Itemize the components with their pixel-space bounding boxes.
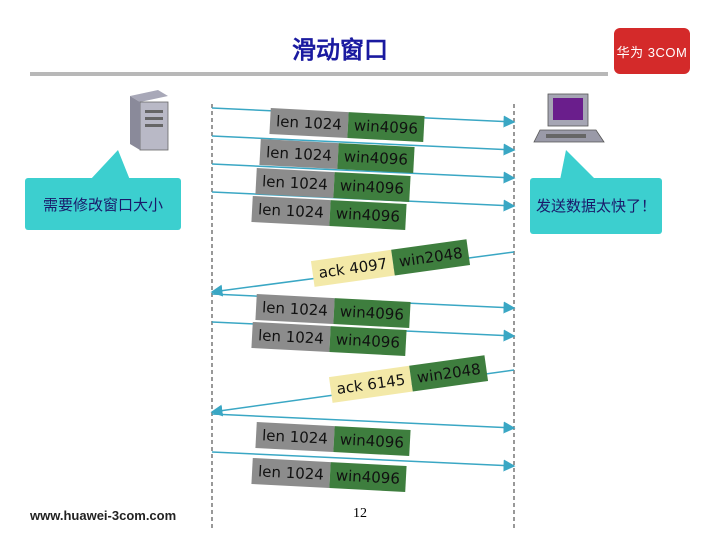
win-label: win4096 xyxy=(329,326,407,357)
len-label: len 1024 xyxy=(259,138,339,170)
arrow-packet-3 xyxy=(211,163,516,184)
server-tower-icon xyxy=(130,90,169,151)
len-label: len 1024 xyxy=(269,107,349,139)
company-logo: 华为 3COM xyxy=(614,28,690,74)
len-label: len 1024 xyxy=(255,167,335,199)
len-label: len 1024 xyxy=(251,457,331,489)
callout-left: 需要修改窗口大小 xyxy=(25,178,181,230)
title-rule xyxy=(30,72,608,76)
callout-right: 发送数据太快了！ xyxy=(530,178,662,234)
arrow-packet-7 xyxy=(211,413,516,434)
len-label: len 1024 xyxy=(251,321,331,353)
left-callout-tail xyxy=(90,150,130,180)
footer-url: www.huawei-3com.com xyxy=(30,508,177,523)
len-label: len 1024 xyxy=(255,293,335,325)
win-label: win4096 xyxy=(333,298,411,329)
arrow-packet-8 xyxy=(211,451,516,472)
right-callout-tail xyxy=(560,150,596,180)
desktop-computer-icon xyxy=(533,93,605,143)
win-label: win4096 xyxy=(347,112,425,143)
arrow-packet-2 xyxy=(211,135,516,156)
page-number: 12 xyxy=(353,506,367,521)
win-label: win4096 xyxy=(337,143,415,174)
len-label: len 1024 xyxy=(251,195,331,227)
win-label: win4096 xyxy=(333,426,411,457)
win-label: win4096 xyxy=(329,200,407,231)
len-label: len 1024 xyxy=(255,421,335,453)
win-label: win4096 xyxy=(333,172,411,203)
slide-title: 滑动窗口 xyxy=(292,36,388,64)
win-label: win4096 xyxy=(329,462,407,493)
